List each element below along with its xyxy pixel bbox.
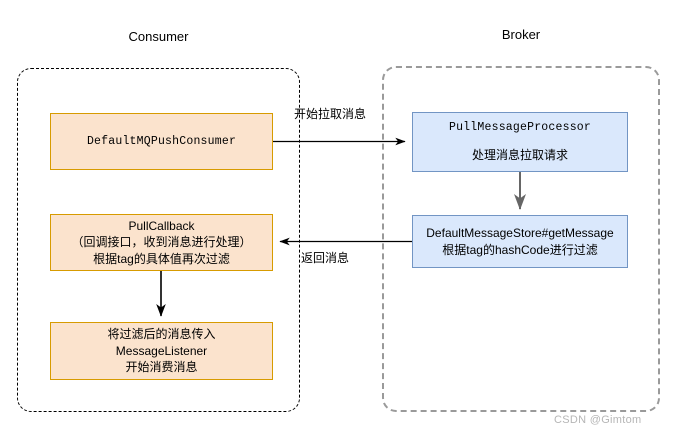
node-message-listener-line1: 将过滤后的消息传入: [107, 327, 216, 342]
node-pull-message-processor-line2: 处理消息拉取请求: [471, 148, 568, 163]
node-default-mq-push-consumer-line1: DefaultMQPushConsumer: [86, 134, 237, 148]
node-message-listener-line3: 开始消费消息: [125, 360, 198, 375]
node-pull-callback-line2: （回调接口，收到消息进行处理）: [71, 235, 252, 250]
lane-container-broker: [382, 66, 660, 412]
node-pull-message-processor-line1: PullMessageProcessor: [448, 121, 592, 135]
node-message-listener[interactable]: 将过滤后的消息传入 MessageListener 开始消费消息: [50, 322, 273, 380]
node-pull-callback-line1: PullCallback: [128, 218, 195, 233]
lane-title-consumer: Consumer: [128, 29, 189, 44]
connector-label-return-message: 返回消息: [301, 251, 350, 265]
watermark-csdn: CSDN @Gimtom: [554, 414, 642, 426]
node-pull-callback[interactable]: PullCallback （回调接口，收到消息进行处理） 根据tag的具体值再次…: [50, 214, 273, 271]
node-default-message-store-line1: DefaultMessageStore#getMessage: [426, 225, 614, 240]
node-default-mq-push-consumer[interactable]: DefaultMQPushConsumer: [50, 113, 273, 170]
connector-label-start-pull: 开始拉取消息: [294, 107, 367, 121]
node-pull-callback-line3: 根据tag的具体值再次过滤: [93, 251, 230, 266]
lane-container-consumer: [17, 68, 300, 412]
node-default-message-store-line2: 根据tag的hashCode进行过滤: [442, 242, 598, 257]
lane-title-broker: Broker: [501, 27, 541, 42]
node-default-message-store[interactable]: DefaultMessageStore#getMessage 根据tag的has…: [412, 215, 628, 268]
node-pull-message-processor[interactable]: PullMessageProcessor 处理消息拉取请求: [412, 112, 628, 172]
node-message-listener-line2: MessageListener: [115, 343, 208, 358]
